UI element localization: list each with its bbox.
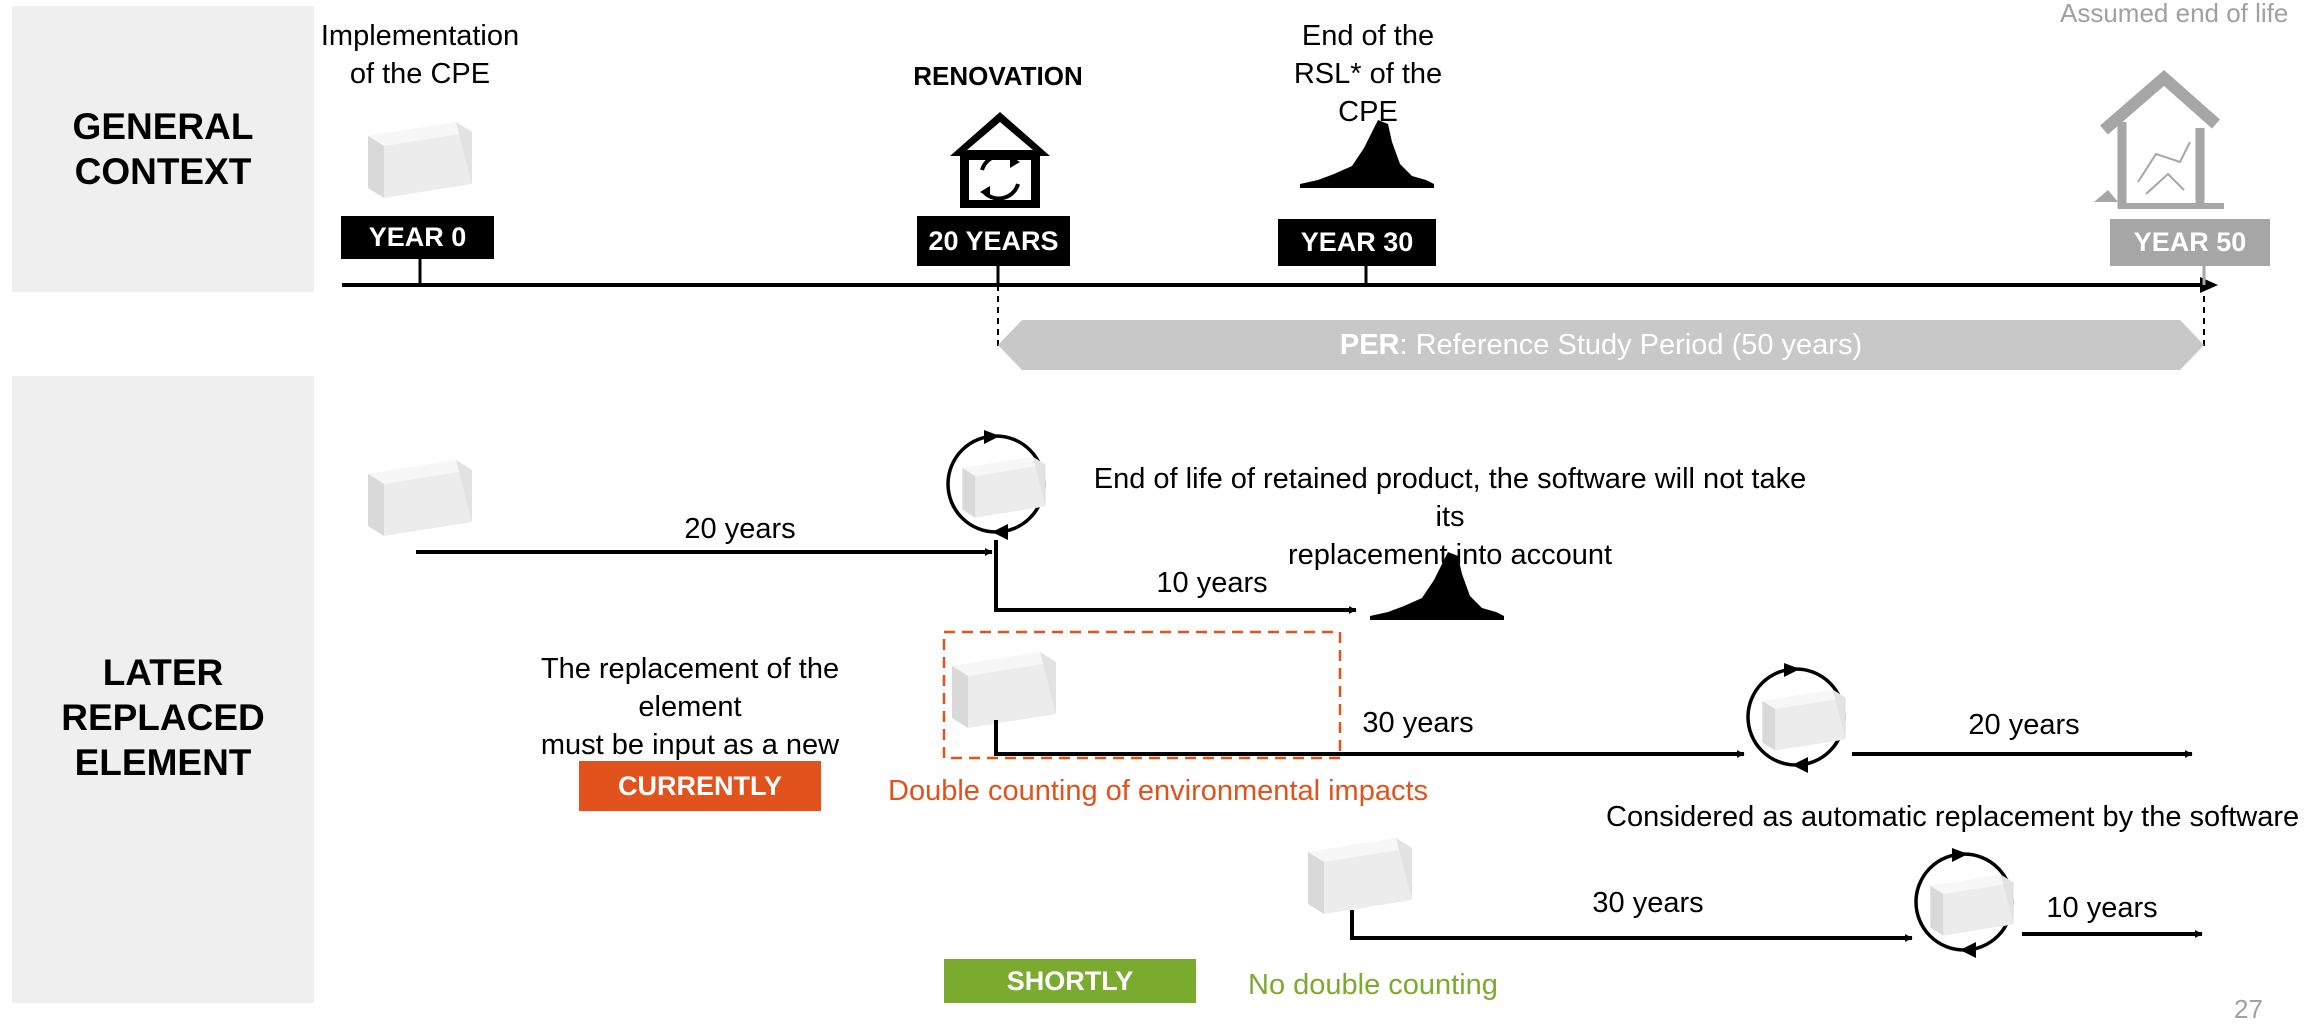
per-rest: : Reference Study Period (50 years) — [1399, 329, 1863, 361]
span-20-years-after: 20 years — [1968, 709, 2080, 741]
element-block-1 — [368, 460, 472, 536]
replacement-cycle-50a — [1746, 663, 1846, 773]
span-30-years-short: 30 years — [1592, 887, 1704, 919]
arrow-30-years-short — [1350, 910, 1913, 942]
double-counting-text: Double counting of environmental impacts — [888, 775, 1429, 807]
span-20-years: 20 years — [684, 513, 796, 545]
general-context-panel: GENERAL CONTEXT — [12, 6, 314, 292]
span-10-years-after: 10 years — [2046, 892, 2158, 924]
span-30-years-current: 30 years — [1362, 707, 1474, 739]
arrow-10-years — [994, 540, 1357, 614]
automatic-replacement-text: Considered as automatic replacement by t… — [1606, 801, 2300, 833]
later-replaced-title: LATER REPLACED ELEMENT — [61, 652, 265, 783]
renovation-label: RENOVATION — [913, 61, 1083, 91]
renovation-house-icon — [950, 112, 1050, 208]
corner-note: Assumed end of life — [2060, 0, 2289, 28]
year30-label: YEAR 30 — [1278, 219, 1436, 266]
implementation-label: Implementation of the CPE — [320, 20, 520, 90]
page-number: 27 — [2234, 994, 2263, 1024]
element-block-2 — [952, 652, 1056, 728]
span-10-years: 10 years — [1156, 567, 1268, 599]
year50-label: YEAR 50 — [2110, 219, 2270, 266]
currently-badge: CURRENTLY — [579, 761, 821, 811]
double-counting-box — [942, 630, 1342, 760]
year20-label: 20 YEARS — [917, 216, 1070, 266]
no-double-counting-text: No double counting — [1248, 969, 1498, 1001]
element-block-3 — [1308, 838, 1412, 914]
general-context-title: GENERAL CONTEXT — [72, 106, 254, 192]
per-bar — [998, 320, 2204, 370]
cpe-block-icon — [368, 122, 472, 198]
eol-text: End of life of retained product, the sof… — [1093, 463, 1807, 571]
per-text: PER: Reference Study Period (50 years) — [1022, 326, 2180, 364]
destroyed-house-icon — [2094, 70, 2224, 209]
diagram-graphics — [342, 70, 2224, 958]
year0-label: YEAR 0 — [341, 216, 494, 259]
shortly-badge: SHORTLY — [944, 959, 1196, 1003]
later-replaced-panel: LATER REPLACED ELEMENT — [12, 376, 314, 1003]
replacement-cycle-20 — [946, 430, 1046, 540]
per-bold: PER — [1339, 329, 1400, 361]
replacement-cycle-50b — [1914, 848, 2014, 958]
rsl-label: End of the RSL* of the CPE — [1293, 20, 1443, 128]
arrow-30-years-current — [994, 720, 1745, 758]
